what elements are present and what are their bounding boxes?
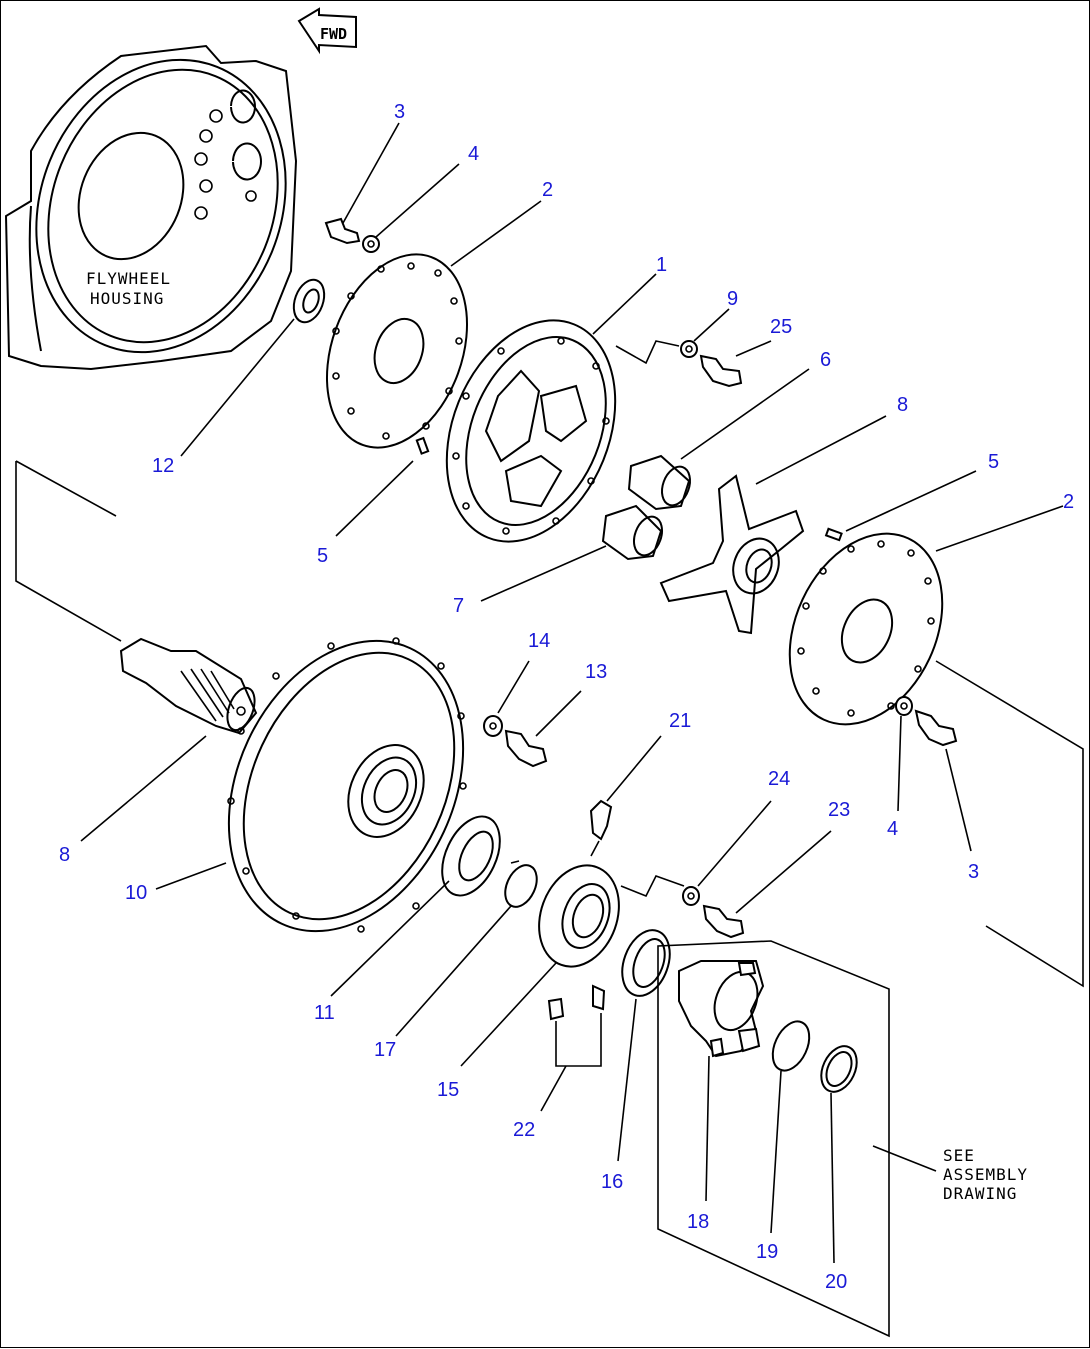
callout-1: 1: [656, 254, 667, 276]
part-17-snap-ring: [504, 860, 538, 908]
callout-11: 11: [314, 1002, 335, 1024]
callout-8-shaft: 8: [59, 844, 70, 866]
part-5-pin-upper: [415, 436, 430, 455]
part-21-fitting: [589, 799, 613, 841]
part-8-spider: [659, 474, 805, 635]
part-10-flywheel: [227, 637, 467, 933]
callout-2-upper: 2: [542, 179, 553, 201]
see-note-line2: ASSEMBLY: [943, 1165, 1028, 1184]
part-19-disc: [771, 1020, 811, 1072]
callout-5-left: 5: [317, 545, 328, 567]
part-6-bushing: [627, 454, 692, 511]
part-2-plate-right: [788, 532, 944, 726]
part-5-pin-right: [824, 527, 843, 542]
housing-label-line1: FLYWHEEL: [86, 269, 171, 288]
part-11-bearing: [441, 815, 501, 897]
part-3-bolt-upper: [324, 217, 361, 245]
callout-18: 18: [687, 1211, 709, 1233]
part-22-grease-fittings: [547, 984, 606, 1021]
callout-9: 9: [727, 288, 738, 310]
callout-2-right: 2: [1063, 491, 1074, 513]
fwd-label: FWD: [320, 25, 347, 43]
callout-21: 21: [669, 710, 691, 732]
part-20-snap-ring: [820, 1045, 858, 1093]
see-note-line3: DRAWING: [943, 1184, 1017, 1203]
part-7-bushing: [601, 504, 664, 561]
callout-20: 20: [825, 1271, 847, 1293]
callout-4-upper: 4: [468, 143, 479, 165]
flywheel-housing: [4, 44, 298, 371]
callout-4-right: 4: [887, 818, 898, 840]
housing-label-line2: HOUSING: [90, 289, 164, 308]
part-14-washer: [483, 715, 503, 737]
callout-3-right: 3: [968, 861, 979, 883]
callout-23: 23: [828, 799, 850, 821]
part-8-shaft: [119, 637, 258, 735]
part-9-washer: [680, 340, 698, 358]
part-16-ring: [621, 929, 671, 997]
part-15-bearing-housing: [538, 864, 620, 968]
part-1-coupling-hub: [445, 319, 617, 543]
part-13-bolt: [504, 729, 548, 768]
callout-5-right: 5: [988, 451, 999, 473]
callout-17: 17: [374, 1039, 396, 1061]
callout-8-spider: 8: [897, 394, 908, 416]
part-23-bolt: [702, 904, 745, 939]
part-12-seal: [292, 278, 326, 324]
part-3-bolt-right: [914, 709, 958, 747]
part-2-plate-upper: [325, 253, 469, 449]
callout-14: 14: [528, 630, 550, 652]
part-25-bolt: [699, 354, 743, 388]
fwd-arrow-icon: FWD: [297, 7, 357, 55]
callout-22: 22: [513, 1119, 535, 1141]
see-note-line1: SEE: [943, 1146, 975, 1165]
callout-12: 12: [152, 455, 174, 477]
part-18-carrier: [678, 960, 765, 1058]
part-4-washer-upper: [362, 235, 380, 253]
callout-16: 16: [601, 1171, 623, 1193]
part-24-washer: [682, 886, 700, 906]
callout-6: 6: [820, 349, 831, 371]
callout-15: 15: [437, 1079, 459, 1101]
callout-3-upper: 3: [394, 101, 405, 123]
callout-24: 24: [768, 768, 790, 790]
callout-10: 10: [125, 882, 147, 904]
callout-13: 13: [585, 661, 607, 683]
part-4-washer-right: [895, 696, 913, 716]
callout-19: 19: [756, 1241, 778, 1263]
callout-7: 7: [453, 595, 464, 617]
callout-25: 25: [770, 316, 792, 338]
